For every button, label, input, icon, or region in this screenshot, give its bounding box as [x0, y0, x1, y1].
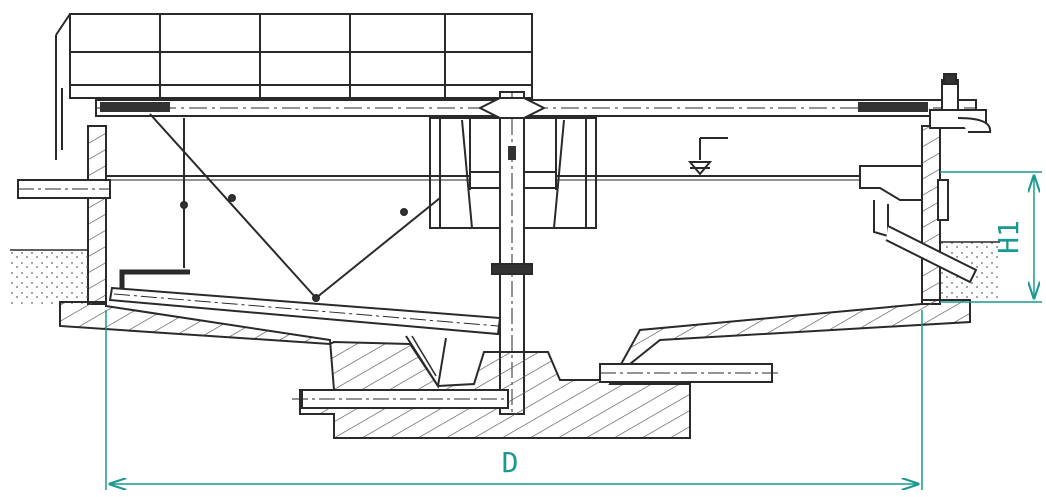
bottom-pipe-left [292, 389, 509, 409]
dimension-d-label: D [502, 446, 519, 479]
drive-unit [929, 73, 992, 221]
dimension-h1-label: H1 [992, 220, 1025, 254]
scraper-rods [119, 113, 441, 302]
handrail [55, 13, 533, 160]
ground-soil-left [10, 249, 88, 306]
dimension-h1 [940, 171, 1042, 303]
water-level-marker [687, 137, 728, 176]
dimension-d [105, 310, 923, 490]
side-pipe-left [17, 179, 111, 199]
outlet-trough [859, 165, 978, 284]
bottom-pipe-right [599, 363, 780, 383]
tank-wall-left [87, 125, 107, 305]
center-pit [405, 335, 447, 389]
sludge-scraper-blade [108, 286, 502, 336]
